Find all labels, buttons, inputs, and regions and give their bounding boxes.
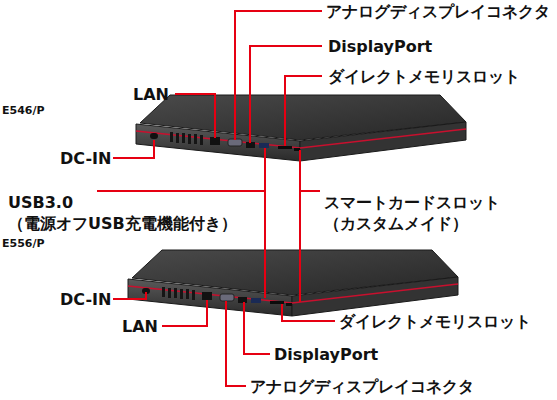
port-label: DC-IN — [60, 148, 111, 169]
port-label: アナログディスプレイコネクタ — [326, 1, 550, 22]
port-label: スマートカードスロット （カスタムメイド） — [324, 192, 544, 234]
port-label: DisplayPort — [328, 36, 432, 57]
port-label: ダイレクトメモリスロット — [328, 66, 520, 87]
port-label: DisplayPort — [274, 344, 378, 365]
port-label: LAN — [133, 84, 169, 105]
model-label: E556/P — [2, 237, 45, 251]
port-label: ダイレクトメモリスロット — [339, 311, 531, 332]
port-label: USB3.0 （電源オフUSB充電機能付き） — [8, 192, 244, 234]
port-label: アナログディスプレイコネクタ — [250, 376, 474, 397]
leader-lines — [97, 11, 335, 386]
port-label: DC-IN — [60, 289, 111, 310]
port-label: LAN — [122, 316, 158, 337]
model-label: E546/P — [2, 104, 45, 118]
